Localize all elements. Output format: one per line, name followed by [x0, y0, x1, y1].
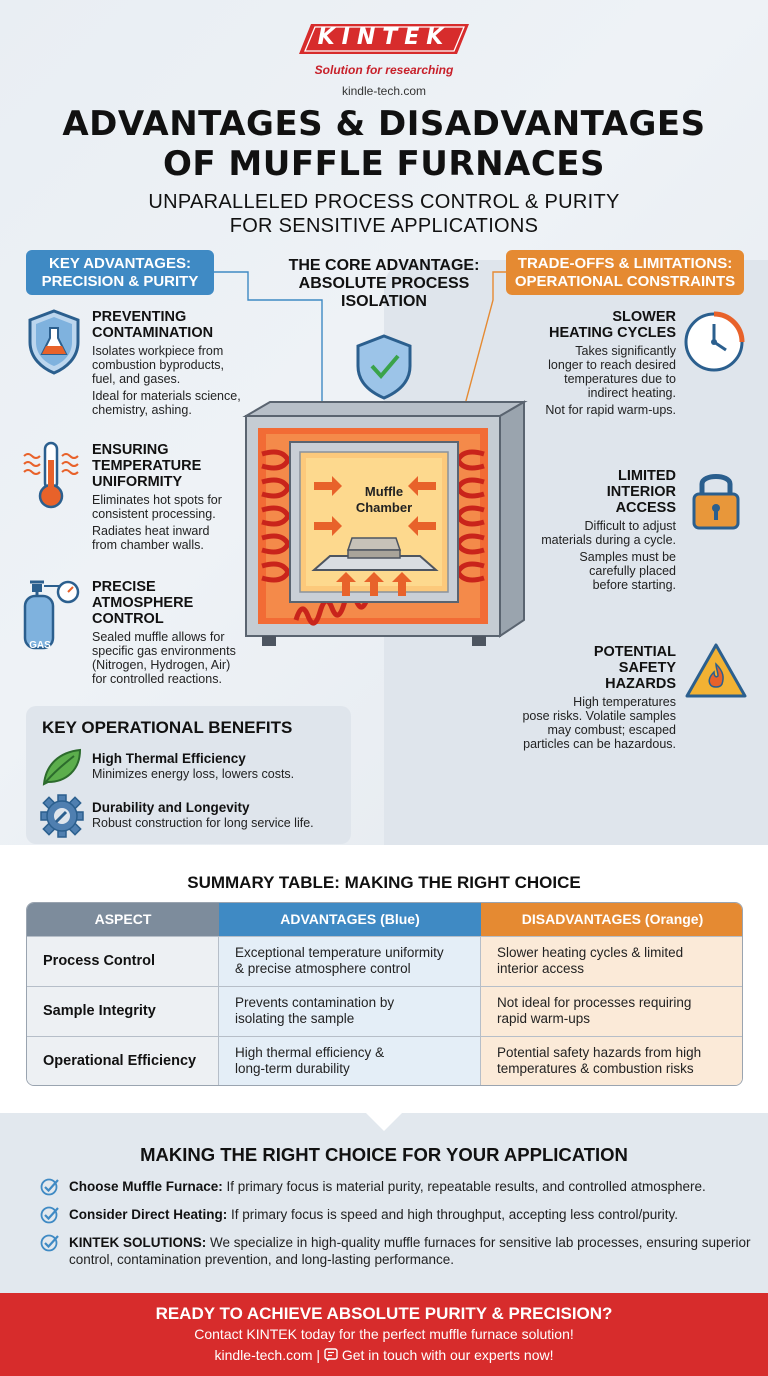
application-section: [0, 1113, 768, 1293]
page-title: ADVANTAGES & DISADVANTAGES OF MUFFLE FUR…: [62, 104, 706, 184]
table-header-disadvantages: DISADVANTAGES (Orange): [481, 903, 742, 936]
footer-line: Contact KINTEK today for the perfect muf…: [194, 1326, 574, 1342]
fire-warning-icon: [685, 643, 747, 698]
section-notch: [364, 1111, 404, 1131]
benefit-item-efficiency: High Thermal Efficiency Minimizes energy…: [40, 746, 350, 793]
footer-cta-link[interactable]: Get in touch with our experts now!: [341, 1347, 554, 1363]
footer-site-link[interactable]: kindle-tech.com: [214, 1347, 313, 1363]
gear-wrench-icon: [40, 794, 84, 838]
isolation-shield-icon: [356, 334, 412, 400]
message-icon: [324, 1348, 338, 1362]
table-row: Operational Efficiency High thermal effi…: [27, 1036, 742, 1085]
padlock-icon: [692, 474, 740, 530]
benefits-heading: KEY OPERATIONAL BENEFITS: [42, 718, 293, 737]
kintek-logo[interactable]: KINTEK: [299, 22, 469, 58]
footer-contact: kindle-tech.com | Get in touch with our …: [214, 1347, 554, 1363]
advantages-heading: KEY ADVANTAGES: PRECISION & PURITY: [26, 250, 214, 295]
limitations-heading: TRADE-OFFS & LIMITATIONS: OPERATIONAL CO…: [506, 250, 744, 295]
muffle-chamber-label: Muffle Chamber: [355, 484, 413, 515]
benefit-item-durability: Durability and Longevity Robust construc…: [40, 794, 350, 843]
leaf-icon: [42, 748, 82, 786]
check-icon: [40, 1206, 59, 1224]
brand-site[interactable]: kindle-tech.com: [341, 84, 427, 98]
table-header-aspect: ASPECT: [27, 903, 219, 936]
operational-benefits-box: KEY OPERATIONAL BENEFITS High Thermal Ef…: [26, 706, 351, 844]
footer-headline: READY TO ACHIEVE ABSOLUTE PURITY & PRECI…: [155, 1304, 613, 1323]
gas-cylinder-icon: [23, 580, 80, 650]
table-header-advantages: ADVANTAGES (Blue): [219, 903, 481, 936]
cta-footer: READY TO ACHIEVE ABSOLUTE PURITY & PRECI…: [0, 1293, 768, 1376]
clock-icon: [684, 311, 745, 372]
application-title: MAKING THE RIGHT CHOICE FOR YOUR APPLICA…: [140, 1144, 628, 1165]
summary-table-title: SUMMARY TABLE: MAKING THE RIGHT CHOICE: [187, 873, 581, 892]
check-icon: [40, 1178, 59, 1196]
logo-wordmark: KINTEK: [317, 25, 451, 50]
page-subtitle: UNPARALLELED PROCESS CONTROL & PURITY FO…: [148, 191, 620, 237]
brand-tagline: Solution for researching: [314, 63, 454, 77]
core-advantage-title: THE CORE ADVANTAGE: ABSOLUTE PROCESS ISO…: [288, 257, 480, 310]
check-icon: [40, 1234, 59, 1252]
summary-table: ASPECT ADVANTAGES (Blue) DISADVANTAGES (…: [26, 902, 743, 1086]
gas-label: GAS: [29, 640, 51, 651]
muffle-furnace-illustration: [242, 334, 528, 646]
table-row: Process Control Exceptional temperature …: [27, 936, 742, 987]
brand-header: KINTEK Solution for researching kindle-t…: [0, 22, 768, 98]
shield-flask-icon: [28, 309, 80, 375]
table-row: Sample Integrity Prevents contamination …: [27, 986, 742, 1037]
thermometer-icon: [23, 441, 79, 509]
